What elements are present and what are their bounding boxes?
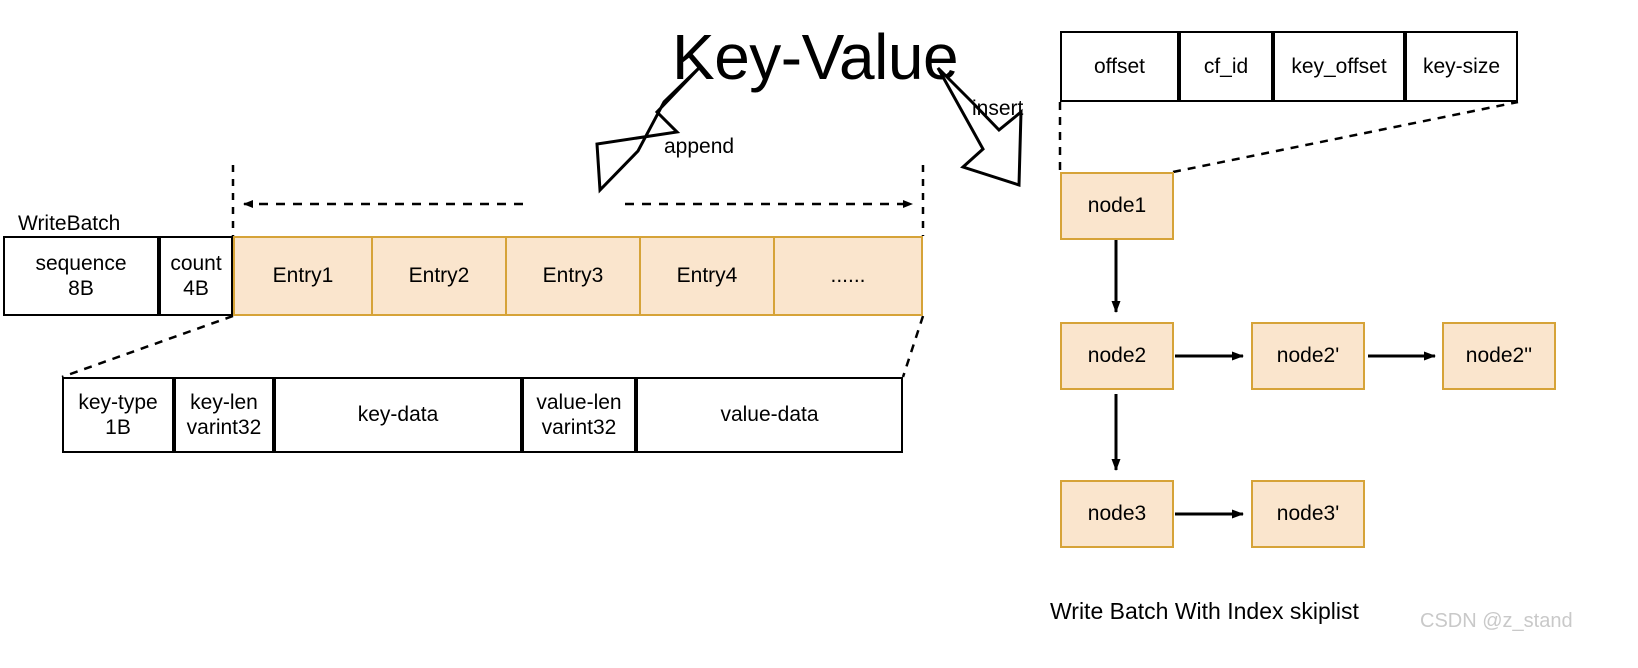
cell-text: value-len varint32 bbox=[536, 390, 622, 439]
cell-text: key-data bbox=[357, 403, 439, 427]
entry-field-key-len: key-len varint32 bbox=[174, 377, 274, 453]
append-label: append bbox=[664, 135, 735, 158]
entry-detail-leader-right bbox=[901, 315, 925, 378]
node-label: node2' bbox=[1276, 344, 1340, 367]
skiplist-node-node1: node1 bbox=[1060, 172, 1174, 240]
entry-field-value-len: value-len varint32 bbox=[522, 377, 636, 453]
node-label: node2 bbox=[1087, 344, 1147, 367]
entry-field-key-data: key-data bbox=[274, 377, 522, 453]
cell-text: Entry3 bbox=[542, 264, 604, 288]
node-label: node1 bbox=[1087, 194, 1147, 217]
node-label: node3 bbox=[1087, 502, 1147, 525]
skiplist-node-node3-prime: node3' bbox=[1251, 480, 1365, 548]
skiplist-node-node2: node2 bbox=[1060, 322, 1174, 390]
entry-field-value-data: value-data bbox=[636, 377, 903, 453]
cell-text: Entry1 bbox=[272, 264, 334, 288]
cell-text: sequence 8B bbox=[35, 251, 127, 300]
insert-label: insert bbox=[972, 97, 1024, 120]
index-leader-right bbox=[1172, 100, 1519, 174]
skiplist-node-node2-double-prime: node2'' bbox=[1442, 322, 1556, 390]
write-batch-cell-sequence: sequence 8B bbox=[3, 236, 159, 316]
index-column-key-offset: key_offset bbox=[1273, 31, 1405, 102]
index-column-offset: offset bbox=[1060, 31, 1179, 102]
cell-text: ...... bbox=[830, 264, 866, 288]
cell-text: Entry4 bbox=[676, 264, 738, 288]
write-batch-label: WriteBatch bbox=[18, 212, 121, 235]
watermark: CSDN @z_stand bbox=[1420, 610, 1573, 632]
entry-detail-leader-left bbox=[61, 314, 234, 379]
cell-text: Entry2 bbox=[408, 264, 470, 288]
entry-field-key-type: key-type 1B bbox=[62, 377, 174, 453]
write-batch-entry-4: Entry4 bbox=[639, 236, 773, 316]
write-batch-entry-ellipsis: ...... bbox=[773, 236, 923, 316]
index-column-key-size: key-size bbox=[1405, 31, 1518, 102]
skiplist-node-node2-prime: node2' bbox=[1251, 322, 1365, 390]
cell-text: value-data bbox=[720, 403, 819, 427]
cell-text: offset bbox=[1094, 54, 1145, 78]
cell-text: key-len varint32 bbox=[186, 390, 262, 439]
skiplist-node-node3: node3 bbox=[1060, 480, 1174, 548]
index-column-cf-id: cf_id bbox=[1179, 31, 1273, 102]
write-batch-entry-3: Entry3 bbox=[505, 236, 639, 316]
page-title: Key-Value bbox=[672, 21, 959, 93]
node-label: node3' bbox=[1276, 502, 1340, 525]
cell-text: key_offset bbox=[1291, 54, 1387, 78]
cell-text: count 4B bbox=[170, 251, 222, 300]
skiplist-caption: Write Batch With Index skiplist bbox=[1050, 598, 1359, 624]
write-batch-cell-count: count 4B bbox=[159, 236, 233, 316]
cell-text: key-size bbox=[1422, 54, 1501, 78]
cell-text: key-type 1B bbox=[78, 390, 158, 439]
cell-text: cf_id bbox=[1203, 54, 1249, 78]
write-batch-entry-2: Entry2 bbox=[371, 236, 505, 316]
write-batch-entry-1: Entry1 bbox=[233, 236, 371, 316]
node-label: node2'' bbox=[1465, 344, 1533, 367]
